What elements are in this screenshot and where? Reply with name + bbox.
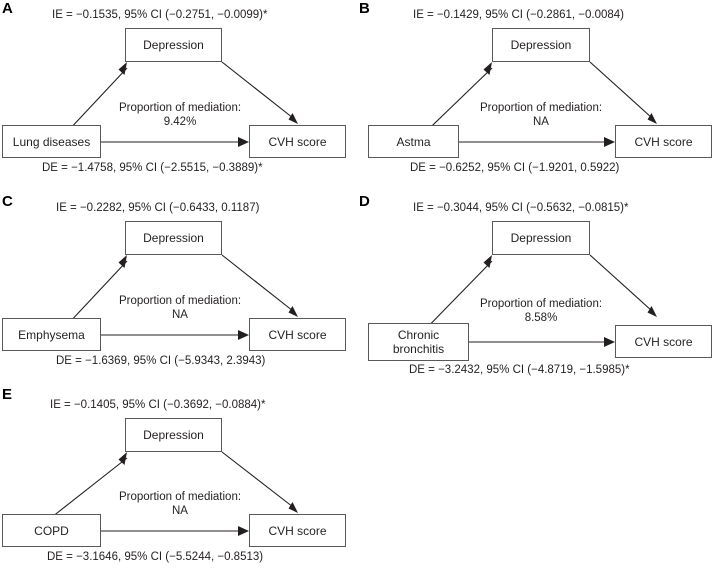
indirect-effect-label-e: IE = −0.1405, 95% CI (−0.3692, −0.0884)* — [50, 399, 266, 411]
outcome-label-d: CVH score — [634, 334, 693, 349]
mediator-node-b: Depression — [492, 28, 590, 62]
arrowhead-to-mediator — [118, 62, 127, 75]
exposure-label-c: Emphysema — [18, 327, 85, 342]
outcome-node-a: CVH score — [249, 125, 346, 158]
direct-effect-label-c: DE = −1.6369, 95% CI (−5.9343, 2.3943) — [56, 355, 266, 367]
panel-letter-e: E — [2, 386, 13, 403]
arrowhead-direct — [604, 137, 615, 147]
outcome-label-b: CVH score — [634, 134, 693, 149]
edge-mediator-to-outcome — [221, 61, 294, 119]
mediator-node-a: Depression — [125, 28, 222, 62]
edge-exposure-to-mediator — [51, 457, 128, 518]
proportion-value-d: 8.58% — [524, 312, 558, 324]
proportion-value-e: NA — [172, 505, 188, 517]
exposure-node-e: COPD — [2, 514, 101, 547]
panel-letter-d: D — [359, 193, 370, 210]
indirect-effect-label-b: IE = −0.1429, 95% CI (−0.2861, −0.0084) — [413, 9, 624, 21]
proportion-caption-e: Proportion of mediation: — [118, 491, 242, 503]
arrowhead-mediator-outcome — [288, 502, 298, 513]
panel-letter-c: C — [2, 193, 13, 210]
indirect-effect-label-a: IE = −0.1535, 95% CI (−0.2751, −0.0099)* — [52, 9, 268, 21]
panel-b: B IE = −0.1429, 95% CI (−0.2861, −0.0084… — [357, 0, 713, 190]
outcome-label-e: CVH score — [268, 523, 327, 538]
mediator-label-c: Depression — [143, 231, 204, 245]
panel-d: D IE = −0.3044, 95% CI (−0.5632, −0.0815… — [357, 193, 713, 383]
edge-mediator-to-outcome — [589, 254, 653, 312]
arrowhead-mediator-outcome — [288, 113, 298, 124]
exposure-label-d: Chronic — [397, 328, 440, 342]
arrowhead-to-mediator — [483, 255, 492, 268]
mediator-node-d: Depression — [492, 221, 590, 255]
outcome-node-c: CVH score — [249, 318, 346, 351]
edge-mediator-to-outcome — [221, 451, 294, 508]
mediator-node-c: Depression — [125, 221, 222, 255]
edge-mediator-to-outcome — [589, 61, 653, 119]
exposure-label-e: COPD — [34, 523, 69, 538]
proportion-caption-d: Proportion of mediation: — [479, 298, 603, 310]
arrowhead-to-mediator — [118, 452, 127, 465]
exposure-label-b: Astma — [396, 134, 431, 149]
arrowhead-to-mediator — [483, 62, 492, 75]
arrowhead-mediator-outcome — [647, 113, 657, 124]
exposure-label-d-line2: bronchitis — [392, 342, 445, 356]
exposure-label-a: Lung diseases — [12, 134, 91, 149]
panel-letter-b: B — [359, 0, 370, 17]
proportion-value-b: NA — [533, 116, 549, 128]
exposure-node-b: Astma — [368, 125, 459, 158]
arrowhead-mediator-outcome — [647, 306, 657, 317]
panel-a: A IE = −0.1535, 95% CI (−0.2751, −0.0099… — [0, 0, 356, 190]
proportion-caption-b: Proportion of mediation: — [479, 102, 603, 114]
proportion-caption-c: Proportion of mediation: — [118, 295, 242, 307]
arrowhead-direct — [238, 526, 249, 536]
direct-effect-label-b: DE = −0.6252, 95% CI (−1.9201, 0.5922) — [410, 162, 620, 174]
arrowhead-direct — [238, 137, 249, 147]
mediator-label-a: Depression — [143, 38, 204, 52]
exposure-node-d: Chronic bronchitis — [368, 323, 469, 361]
arrowhead-direct — [604, 337, 615, 347]
direct-effect-label-d: DE = −3.2432, 95% CI (−4.8719, −1.5985)* — [409, 364, 630, 376]
panel-letter-a: A — [2, 0, 13, 17]
proportion-value-a: 9.42% — [163, 116, 197, 128]
panel-e-edges — [51, 451, 298, 536]
mediator-label-e: Depression — [143, 428, 204, 442]
outcome-node-e: CVH score — [249, 514, 346, 547]
direct-effect-label-e: DE = −3.1646, 95% CI (−5.5244, −0.8513) — [47, 551, 264, 563]
mediator-label-d: Depression — [510, 231, 572, 245]
outcome-node-d: CVH score — [615, 325, 712, 358]
mediator-node-e: Depression — [125, 418, 222, 452]
arrowhead-mediator-outcome — [288, 306, 298, 317]
panel-c: C IE = −0.2282, 95% CI (−0.6433, 0.1187)… — [0, 193, 356, 383]
indirect-effect-label-c: IE = −0.2282, 95% CI (−0.6433, 0.1187) — [56, 202, 260, 214]
outcome-label-c: CVH score — [268, 327, 327, 342]
arrowhead-to-mediator — [118, 255, 127, 268]
exposure-node-c: Emphysema — [2, 318, 101, 351]
edge-mediator-to-outcome — [221, 254, 294, 312]
indirect-effect-label-d: IE = −0.3044, 95% CI (−0.5632, −0.0815)* — [413, 202, 629, 214]
exposure-node-a: Lung diseases — [2, 125, 101, 158]
outcome-label-a: CVH score — [268, 134, 327, 149]
proportion-value-c: NA — [172, 309, 188, 321]
outcome-node-b: CVH score — [615, 125, 712, 158]
proportion-caption-a: Proportion of mediation: — [118, 102, 242, 114]
panel-e: E IE = −0.1405, 95% CI (−0.3692, −0.0884… — [0, 386, 356, 576]
arrowhead-direct — [238, 330, 249, 340]
mediator-label-b: Depression — [510, 38, 572, 52]
direct-effect-label-a: DE = −1.4758, 95% CI (−2.5515, −0.3889)* — [42, 162, 263, 174]
